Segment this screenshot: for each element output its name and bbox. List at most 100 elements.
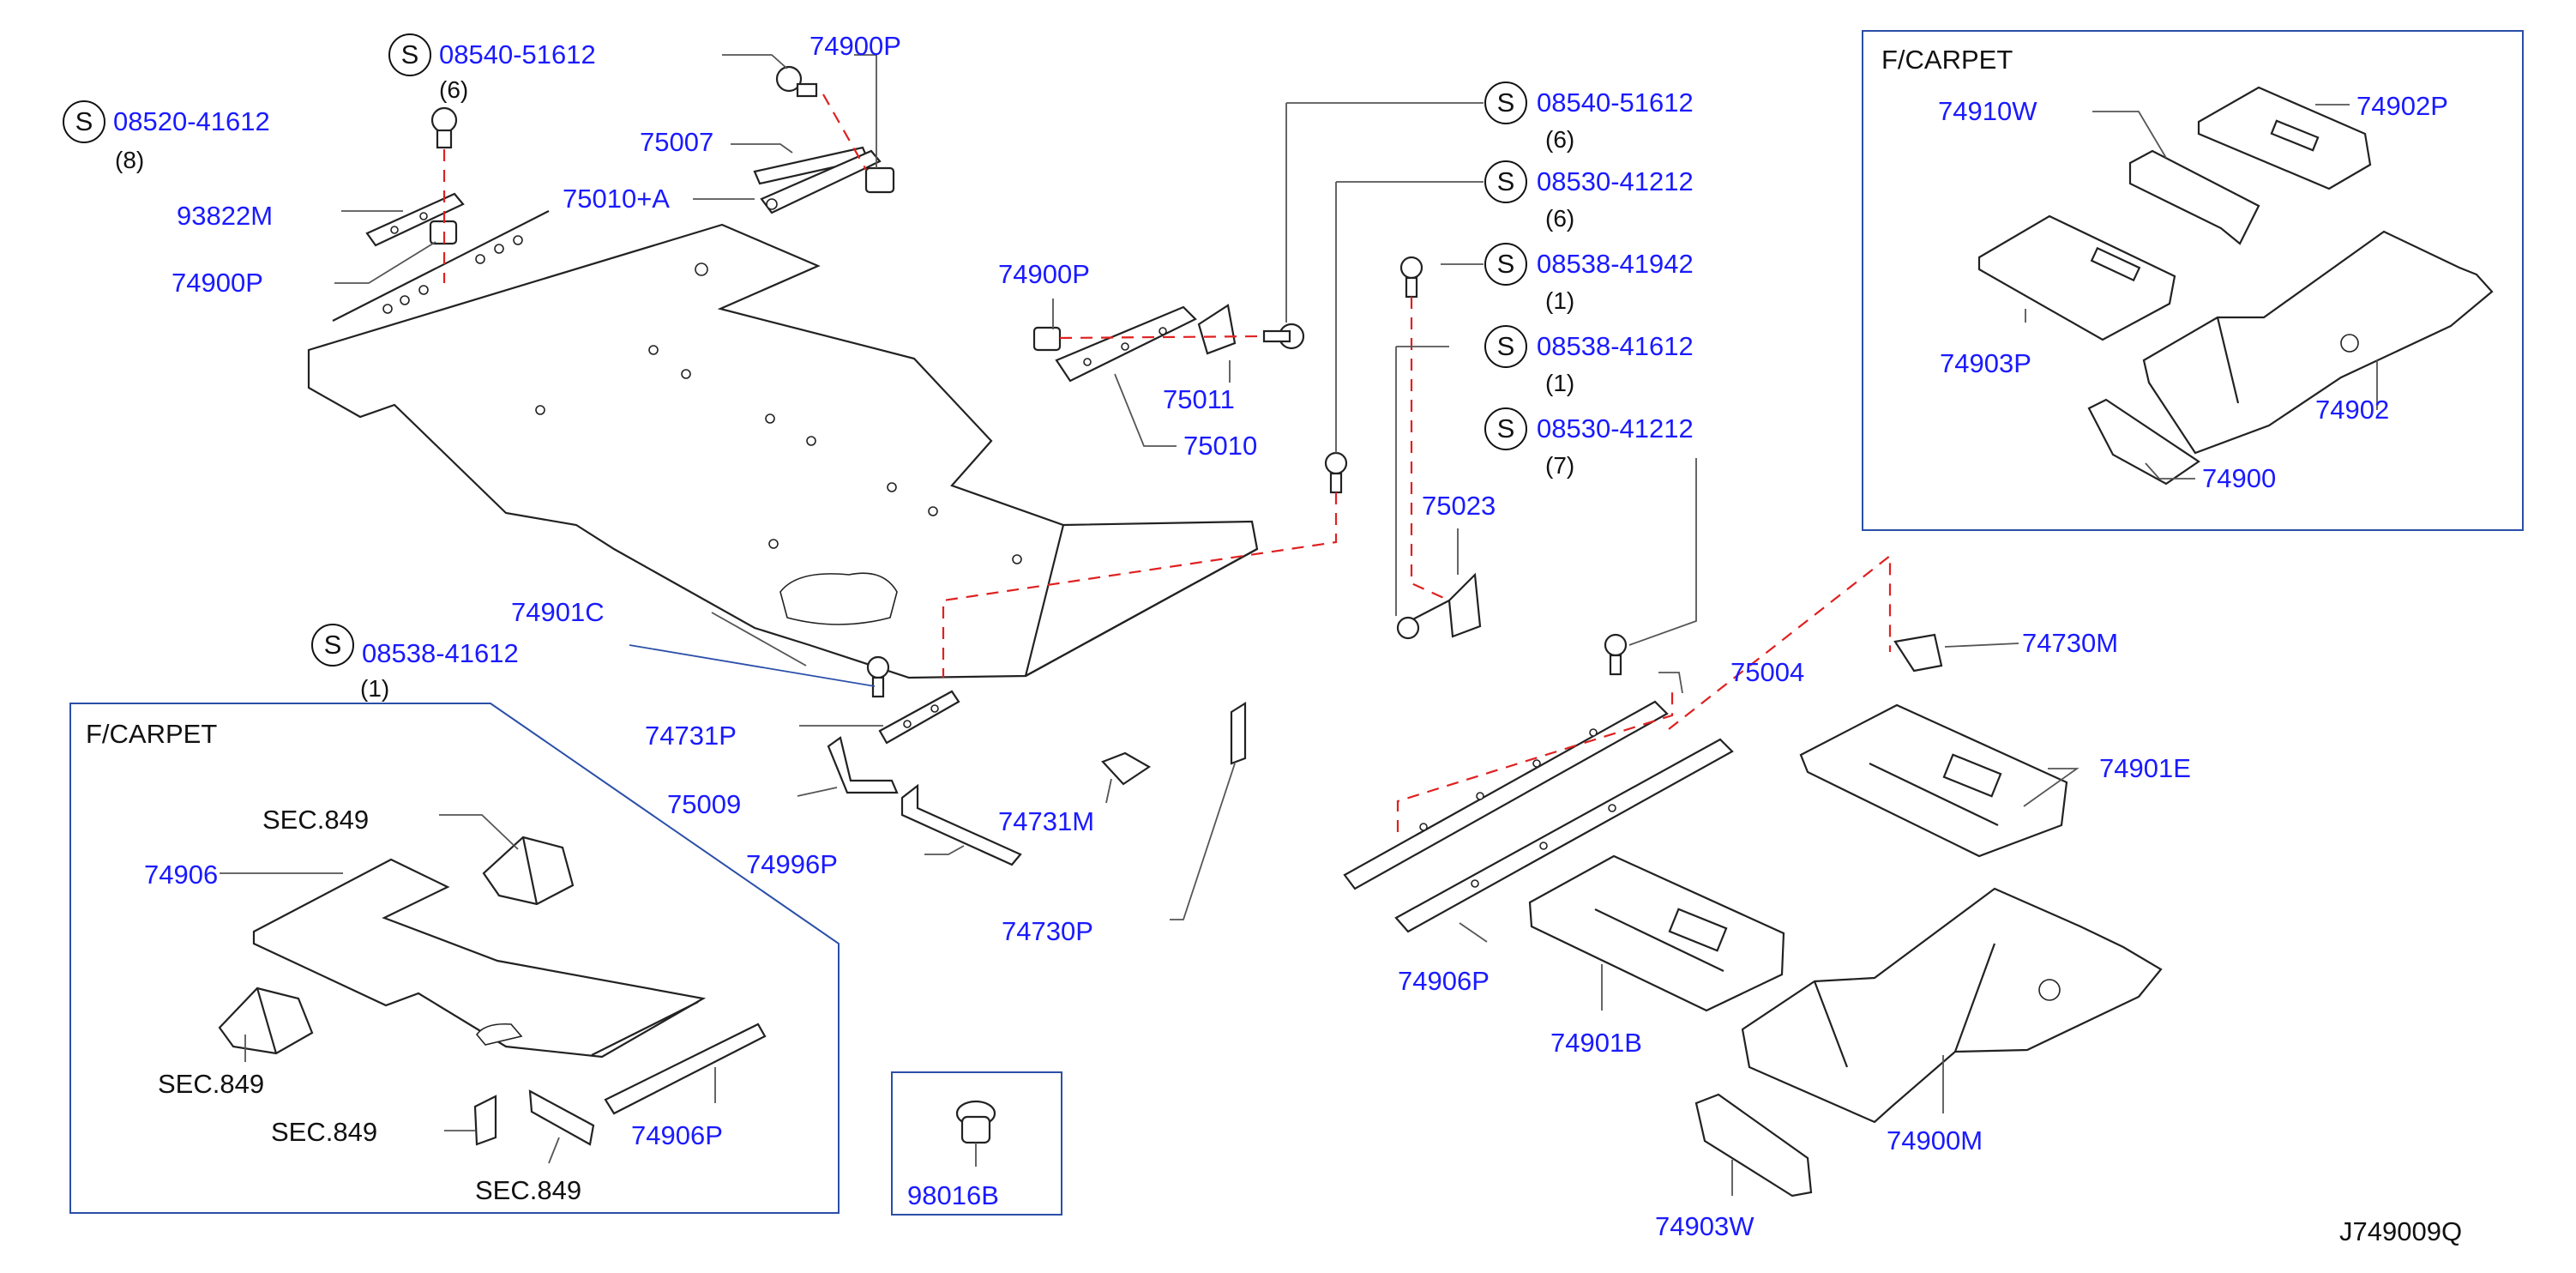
- clip-74900P-c: [1032, 326, 1062, 352]
- carpet-74901E: [1799, 703, 2068, 858]
- s-marker-icon: [1484, 160, 1527, 203]
- bolt-08540-51612-b: [1262, 323, 1305, 350]
- label-74902: 74902: [2315, 395, 2389, 425]
- label-08540-51612-a: 08540-51612: [439, 39, 596, 69]
- label-74730M: 74730M: [2022, 628, 2118, 658]
- s-marker-label: S: [1497, 249, 1515, 279]
- label-08530-41212-a: 08530-41212: [1537, 166, 1694, 196]
- inset-right-title: F/CARPET: [1881, 45, 2013, 75]
- inset-left-frame: F/CARPET: [69, 703, 840, 1214]
- screw-08538-41612-c: [866, 655, 890, 698]
- label-74731M: 74731M: [998, 806, 1094, 836]
- sill-75004: [1343, 700, 1669, 890]
- sill-74906P: [1394, 738, 1734, 933]
- label-98016B: 98016B: [907, 1180, 999, 1210]
- label-74906: 74906: [144, 860, 218, 890]
- sill-74906P-inset: [604, 1023, 767, 1115]
- label-75004: 75004: [1730, 657, 1804, 687]
- clip-74900P-a: [864, 166, 895, 194]
- bracket-74996P: [900, 783, 1022, 866]
- bracket-75011: [1197, 304, 1237, 355]
- sec849-block-b: [218, 986, 314, 1055]
- leader-lines: [220, 54, 2378, 1196]
- part-labels: 08520-41612 (8) 08540-51612 (6) 74900P 7…: [113, 31, 2462, 1246]
- carpet-74900M: [1741, 887, 2163, 1124]
- label-75023: 75023: [1422, 491, 1496, 521]
- label-74900M: 74900M: [1887, 1125, 1983, 1155]
- s-marker-label: S: [1497, 331, 1515, 361]
- diagram-id: J749009Q: [2339, 1216, 2462, 1246]
- clip-74730M: [1893, 633, 1943, 673]
- label-74996P: 74996P: [746, 849, 838, 879]
- label-74902P: 74902P: [2356, 91, 2448, 121]
- s-marker-label: S: [324, 630, 342, 660]
- carpet-74902: [2142, 230, 2494, 455]
- qty-08530-41212-a: (6): [1545, 205, 1574, 232]
- screw-08538-41942: [1399, 256, 1423, 299]
- panel-sec849-c: [473, 1095, 497, 1146]
- bracket-93822M: [365, 192, 465, 247]
- panel-74900: [2087, 398, 2200, 486]
- s-marker-label: S: [1497, 87, 1515, 118]
- label-74901E: 74901E: [2099, 753, 2191, 783]
- qty-08538-41612: (1): [1545, 370, 1574, 396]
- clip-74731M: [1101, 751, 1152, 786]
- s-marker-icon: [1484, 81, 1527, 124]
- bracket-75023: [1396, 572, 1482, 640]
- strip-74730P: [1230, 702, 1247, 765]
- label-08538-41942: 08538-41942: [1537, 249, 1694, 279]
- clip-08520-41612: [430, 106, 458, 149]
- s-marker-label: S: [401, 39, 419, 69]
- qty-08540-51612-b: (6): [1545, 126, 1574, 153]
- label-sec849-b: SEC.849: [158, 1069, 264, 1099]
- inset-left-title: F/CARPET: [86, 719, 217, 749]
- label-sec849-c: SEC.849: [271, 1117, 377, 1147]
- label-74900P-a: 74900P: [810, 31, 901, 61]
- bracket-74731P: [878, 690, 960, 745]
- s-marker-label: S: [1497, 413, 1515, 443]
- label-74731P: 74731P: [645, 721, 737, 751]
- inset-right-frame: F/CARPET: [1862, 30, 2524, 531]
- label-74903W: 74903W: [1655, 1211, 1754, 1241]
- qty-08538-41612-c: (1): [360, 675, 389, 702]
- label-74900: 74900: [2202, 463, 2276, 493]
- label-08530-41212-b: 08530-41212: [1537, 413, 1694, 443]
- label-08538-41612: 08538-41612: [1537, 331, 1694, 361]
- label-75010: 75010: [1183, 431, 1257, 461]
- label-93822M: 93822M: [177, 201, 273, 231]
- panel-74910W: [2128, 149, 2260, 245]
- s-marker-icon: [388, 33, 431, 76]
- sec849-block-a: [482, 836, 575, 906]
- bracket-75009: [827, 736, 899, 794]
- label-08540-51612-b: 08540-51612: [1537, 87, 1694, 118]
- label-75009: 75009: [667, 789, 741, 819]
- s-marker-label: S: [1497, 166, 1515, 196]
- clip-98016B: [955, 1100, 996, 1167]
- label-08538-41612-c: 08538-41612: [362, 638, 519, 668]
- panel-74903W: [1694, 1093, 1813, 1198]
- rail-75010-A: [760, 149, 882, 214]
- screw-08530-41212-a: [1324, 451, 1348, 494]
- inset-98016B-frame: [891, 1071, 1062, 1216]
- qty-08540-51612-a: (6): [439, 76, 468, 103]
- qty-08520-41612: (8): [115, 147, 144, 173]
- qty-08538-41942: (1): [1545, 287, 1574, 314]
- qty-08530-41212-b: (7): [1545, 452, 1574, 479]
- s-marker-icon: [1484, 243, 1527, 286]
- floor-carpet-74901C: [307, 210, 1259, 679]
- panel-74903P: [1977, 214, 2176, 341]
- s-marker-icon: [63, 100, 105, 143]
- label-74901C: 74901C: [511, 597, 605, 627]
- s-marker-label: S: [75, 106, 93, 136]
- label-75011: 75011: [1163, 384, 1235, 414]
- label-sec849-a: SEC.849: [262, 805, 369, 835]
- s-marker-icon: [311, 624, 354, 667]
- label-74900P-c: 74900P: [998, 259, 1090, 289]
- label-74903P: 74903P: [1940, 348, 2031, 378]
- label-74900P-b: 74900P: [172, 268, 263, 298]
- s-marker-icon: [1484, 407, 1527, 450]
- carpet-74906: [252, 858, 707, 1059]
- label-74906P-inset: 74906P: [631, 1120, 723, 1150]
- label-sec849-d: SEC.849: [475, 1175, 581, 1205]
